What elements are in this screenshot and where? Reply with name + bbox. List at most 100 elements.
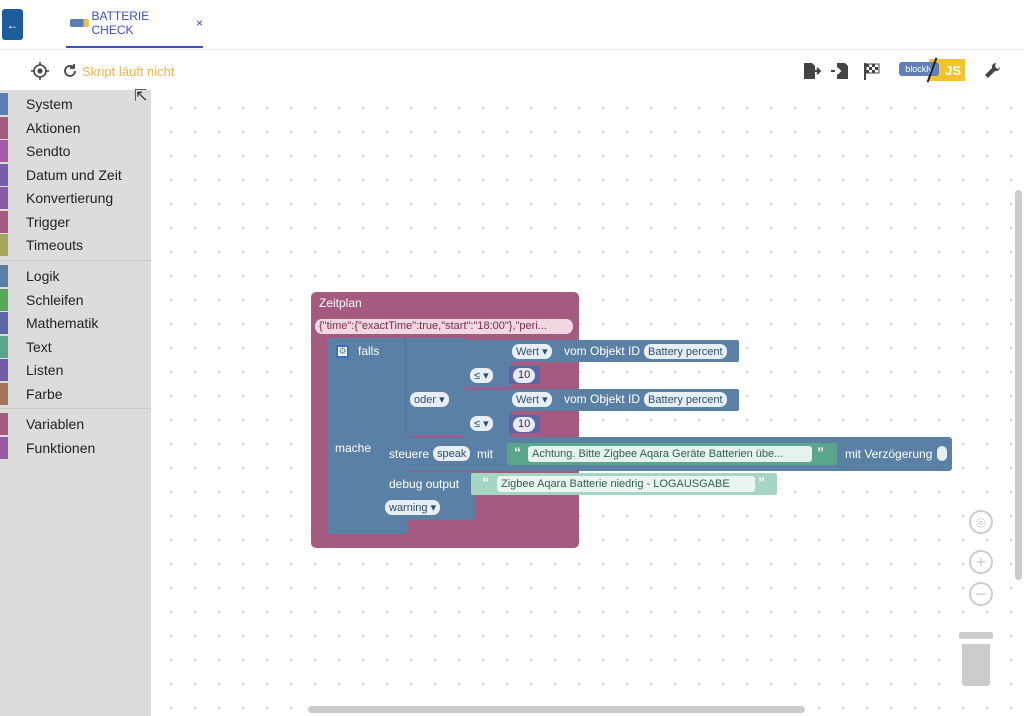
category-funktionen[interactable]: Funktionen [0, 436, 151, 459]
back-button[interactable]: ← [2, 9, 23, 40]
category-color-bar [0, 413, 8, 435]
speak-text-field[interactable]: Achtung. Bitte Zigbee Aqara Geräte Batte… [528, 446, 812, 462]
blockly-icon [70, 19, 90, 27]
delay-label: mit Verzögerung [845, 447, 933, 461]
category-color-bar [0, 288, 8, 311]
zoom-out-icon[interactable]: − [969, 582, 993, 606]
category-label: Aktionen [26, 119, 81, 136]
category-label: Variablen [26, 416, 85, 432]
arrow-left-icon: ← [6, 17, 19, 32]
category-label: Funktionen [26, 439, 96, 456]
import-icon[interactable] [830, 60, 852, 82]
refresh-icon[interactable] [59, 60, 81, 82]
category-variablen[interactable]: Variablen [0, 413, 151, 435]
tab-title: BATTERIE CHECK [91, 9, 150, 37]
category-timeouts[interactable]: Timeouts [0, 234, 151, 256]
category-color-bar [0, 187, 8, 209]
vertical-scrollbar[interactable] [1015, 190, 1022, 580]
category-label: Mathematik [26, 315, 99, 331]
number-block-2[interactable]: 10 [509, 415, 540, 433]
tab-bar: ← BATTERIE CHECK × [0, 0, 1024, 50]
close-quote-icon: ” [817, 444, 824, 460]
open-quote-icon: “ [514, 444, 521, 460]
blockly-workspace[interactable] [151, 90, 1024, 716]
category-color-bar [0, 436, 8, 459]
script-status: Skript läuft nicht [82, 64, 175, 79]
category-text[interactable]: Text [0, 335, 151, 358]
control-object-field[interactable]: speak [433, 446, 471, 461]
category-color-bar [0, 265, 8, 287]
or-dropdown[interactable]: oder ▾ [410, 392, 449, 407]
compare-operator-2[interactable]: ≤ ▾ [470, 416, 493, 431]
category-label: Datum und Zeit [26, 166, 122, 183]
or-block[interactable] [405, 338, 465, 436]
category-sendto[interactable]: Sendto [0, 140, 151, 162]
category-label: Listen [26, 362, 64, 378]
category-separator [0, 408, 151, 409]
category-label: Logik [26, 268, 60, 284]
center-icon[interactable]: ◎ [969, 510, 993, 534]
number-value-2[interactable]: 10 [513, 416, 536, 432]
category-color-bar [0, 93, 8, 115]
category-label: System [26, 96, 73, 112]
compare-operator-1[interactable]: ≤ ▾ [470, 368, 493, 383]
schedule-title: Zeitplan [319, 296, 362, 310]
object-id-field-2[interactable]: Battery percent [644, 392, 727, 407]
tab-close-icon[interactable]: × [195, 16, 203, 30]
category-label: Text [26, 338, 52, 355]
category-color-bar [0, 335, 8, 358]
mouse-cursor-icon: ⇱ [134, 88, 148, 105]
category-schleifen[interactable]: Schleifen [0, 288, 151, 311]
gear-icon[interactable]: ⚙ [336, 345, 349, 358]
close-quote-icon: ” [758, 474, 765, 490]
do-label: mache [335, 441, 372, 455]
category-logik[interactable]: Logik [0, 265, 151, 287]
category-datum-und-zeit[interactable]: Datum und Zeit [0, 163, 151, 186]
value-dropdown-1[interactable]: Wert ▾ [512, 344, 552, 359]
toolbar: Skript läuft nicht JS blockly [0, 50, 1024, 90]
wrench-icon[interactable] [981, 60, 1003, 82]
locate-icon[interactable] [29, 60, 51, 82]
value-dropdown-2[interactable]: Wert ▾ [512, 392, 552, 407]
if-label: falls [358, 344, 380, 358]
debug-text-field[interactable]: Zigbee Aqara Batterie niedrig - LOGAUSGA… [497, 476, 755, 492]
number-value-1[interactable]: 10 [513, 367, 536, 383]
category-separator [0, 259, 151, 261]
delay-checkbox[interactable] [937, 446, 947, 461]
trash-icon[interactable] [959, 632, 993, 686]
zoom-in-icon[interactable]: + [969, 550, 993, 574]
tab-script[interactable]: BATTERIE CHECK × [66, 0, 203, 48]
number-block-1[interactable]: 10 [509, 366, 540, 384]
with-label: mit [477, 447, 493, 461]
category-listen[interactable]: Listen [0, 359, 151, 381]
category-aktionen[interactable]: Aktionen [0, 116, 151, 139]
blockly-js-toggle[interactable]: JS blockly [893, 57, 973, 83]
category-label: Timeouts [26, 237, 84, 253]
category-konvertierung[interactable]: Konvertierung [0, 187, 151, 209]
category-color-bar [0, 234, 8, 256]
schedule-value-field[interactable]: {"time":{"exactTime":true,"start":"18:00… [315, 319, 573, 334]
log-level-dropdown[interactable]: warning ▾ [385, 500, 441, 515]
category-label: Konvertierung [26, 190, 114, 206]
object-id-field-1[interactable]: Battery percent [644, 344, 727, 359]
category-mathematik[interactable]: Mathematik [0, 312, 151, 334]
horizontal-scrollbar[interactable] [308, 706, 805, 713]
control-label: steuere [389, 447, 430, 461]
category-color-bar [0, 140, 8, 162]
category-label: Farbe [26, 385, 63, 402]
category-color-bar [0, 116, 8, 139]
category-label: Trigger [26, 213, 70, 230]
open-quote-icon: “ [482, 474, 489, 490]
category-farbe[interactable]: Farbe [0, 382, 151, 405]
category-color-bar [0, 210, 8, 233]
checkered-flag-icon[interactable] [860, 60, 882, 82]
category-color-bar [0, 382, 8, 405]
category-color-bar [0, 359, 8, 381]
from-object-label-1: vom Objekt ID [564, 344, 641, 358]
debug-label: debug output [389, 477, 460, 491]
category-trigger[interactable]: Trigger [0, 210, 151, 233]
export-icon[interactable] [800, 60, 822, 82]
category-system[interactable]: System [0, 93, 151, 115]
from-object-label-2: vom Objekt ID [564, 392, 641, 406]
